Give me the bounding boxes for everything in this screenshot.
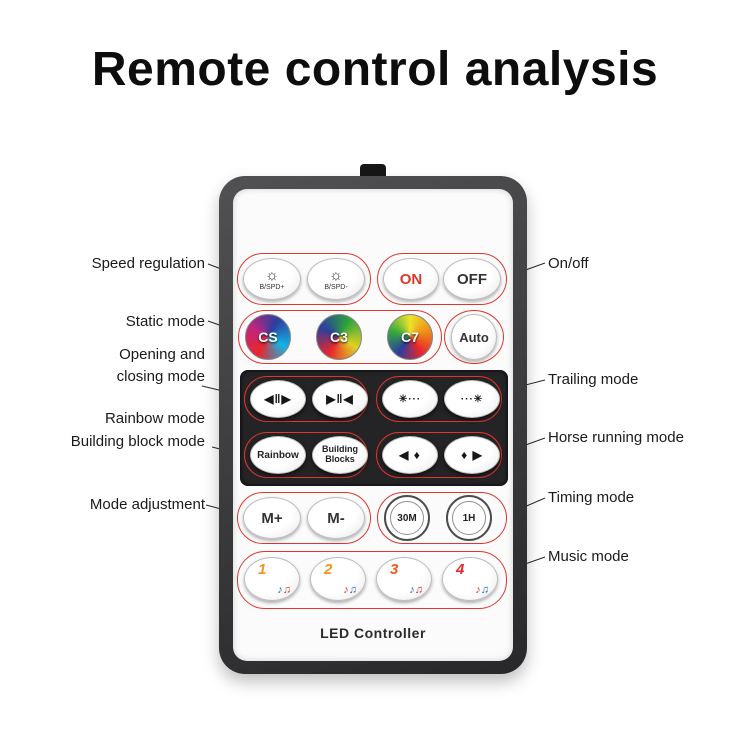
music-2-number: 2 (324, 561, 333, 578)
label-horse-running-mode: Horse running mode (548, 429, 684, 446)
remote-brand-text: LED Controller (320, 625, 426, 641)
mode-adjustment-group-outline (237, 492, 371, 544)
timer-1h-button[interactable]: 1H (446, 495, 492, 541)
sun-icon: ☼ (265, 266, 279, 284)
mode-minus-label: M- (327, 509, 345, 527)
music-1-button[interactable]: 1 ♪♫ (244, 557, 300, 601)
speed-plus-label: B/SPD+ (259, 283, 285, 291)
sun-icon: ☼ (329, 266, 343, 284)
mode-minus-button[interactable]: M- (307, 497, 365, 539)
static-mode-group-outline (238, 310, 442, 364)
music-notes-icon: ♪♫ (475, 585, 489, 596)
trail-left-icon: ✳··· (398, 393, 422, 405)
auto-group-outline (444, 310, 504, 364)
label-music-mode: Music mode (548, 548, 629, 565)
note-icon: ♪ (409, 584, 415, 596)
trailing-left-button[interactable]: ✳··· (382, 380, 438, 418)
remote-body: ☼ B/SPD+ ☼ B/SPD- ON OFF CS C3 (219, 176, 527, 674)
on-button[interactable]: ON (383, 258, 439, 300)
horse-running-group-outline (376, 432, 502, 478)
remote-face: ☼ B/SPD+ ☼ B/SPD- ON OFF CS C3 (233, 189, 513, 661)
trailing-group-outline (376, 376, 502, 422)
rainbow-mode-button[interactable]: Rainbow (250, 436, 306, 474)
trailing-right-button[interactable]: ···✳ (444, 380, 500, 418)
music-4-number: 4 (456, 561, 465, 578)
horse-running-right-button[interactable]: ♦ ▶ (444, 436, 500, 474)
label-opening-closing-line1: Opening and (119, 346, 205, 363)
mode-plus-button[interactable]: M+ (243, 497, 301, 539)
timer-1h-label: 1H (460, 512, 478, 524)
close-arrows-icon: ▶‖◀ (326, 392, 354, 406)
speed-group-outline (237, 253, 371, 305)
note-icon: ♫ (480, 584, 489, 596)
timer-30m-button[interactable]: 30M (384, 495, 430, 541)
note-icon: ♫ (414, 584, 423, 596)
music-notes-icon: ♪♫ (343, 585, 357, 596)
c7-label: C7 (401, 329, 419, 345)
note-icon: ♪ (343, 584, 349, 596)
auto-button[interactable]: Auto (451, 314, 497, 360)
closing-mode-button[interactable]: ▶‖◀ (312, 380, 368, 418)
horse-left-icon: ◀ ♦ (399, 448, 421, 462)
label-on-off: On/off (548, 255, 589, 272)
label-timing-mode: Timing mode (548, 489, 635, 506)
power-group-outline (377, 253, 507, 305)
music-3-number: 3 (390, 561, 399, 578)
music-group-outline (237, 551, 507, 609)
dark-button-panel: ◀‖▶ ▶‖◀ ✳··· ···✳ Rainbow Building (240, 370, 508, 486)
music-notes-icon: ♪♫ (277, 585, 291, 596)
open-arrows-icon: ◀‖▶ (264, 392, 292, 406)
brightness-speed-plus-button[interactable]: ☼ B/SPD+ (243, 258, 301, 300)
note-icon: ♫ (282, 584, 291, 596)
timer-30m-label: 30M (395, 512, 419, 524)
music-2-button[interactable]: 2 ♪♫ (310, 557, 366, 601)
timing-group-outline (377, 492, 507, 544)
label-speed-regulation: Speed regulation (91, 255, 205, 272)
building-blocks-label-line2: Blocks (325, 454, 355, 464)
building-blocks-button[interactable]: Building Blocks (312, 436, 368, 474)
note-icon: ♪ (277, 584, 283, 596)
rainbow-button-label: Rainbow (257, 449, 299, 461)
label-trailing-mode: Trailing mode (548, 371, 639, 388)
c3-label: C3 (330, 329, 348, 345)
label-opening-closing-line2: closing mode (116, 368, 205, 385)
off-button-label: OFF (457, 270, 487, 288)
on-button-label: ON (399, 270, 423, 288)
music-notes-icon: ♪♫ (409, 585, 423, 596)
cs-label: CS (258, 329, 278, 345)
label-mode-adjustment: Mode adjustment (89, 496, 205, 513)
note-icon: ♪ (475, 584, 481, 596)
opening-mode-button[interactable]: ◀‖▶ (250, 380, 306, 418)
label-static-mode: Static mode (125, 313, 205, 330)
color-wheel-c3-button[interactable]: C3 (316, 314, 362, 360)
color-wheel-cs-button[interactable]: CS (245, 314, 291, 360)
brightness-speed-minus-button[interactable]: ☼ B/SPD- (307, 258, 365, 300)
page-title: Remote control analysis (91, 43, 659, 96)
color-wheel-c7-button[interactable]: C7 (387, 314, 433, 360)
label-rainbow-mode: Rainbow mode (104, 410, 205, 427)
music-1-number: 1 (258, 561, 267, 578)
trail-right-icon: ···✳ (460, 393, 484, 405)
horse-running-left-button[interactable]: ◀ ♦ (382, 436, 438, 474)
music-4-button[interactable]: 4 ♪♫ (442, 557, 498, 601)
note-icon: ♫ (348, 584, 357, 596)
mode-plus-label: M+ (261, 509, 283, 527)
music-3-button[interactable]: 3 ♪♫ (376, 557, 432, 601)
horse-right-icon: ♦ ▶ (461, 448, 483, 462)
off-button[interactable]: OFF (443, 258, 501, 300)
label-building-block-mode: Building block mode (70, 433, 205, 450)
speed-minus-label: B/SPD- (324, 283, 348, 291)
auto-button-label: Auto (459, 329, 489, 345)
building-blocks-label-line1: Building (322, 444, 358, 455)
